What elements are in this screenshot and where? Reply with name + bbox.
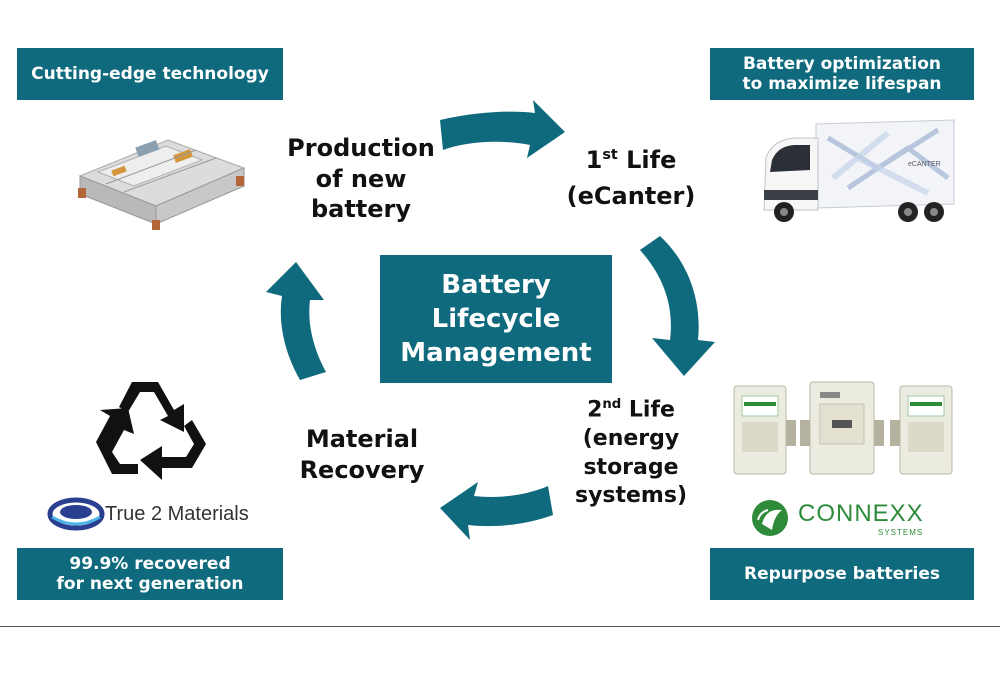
stage-recovery-line2: Recovery bbox=[299, 455, 425, 484]
stage-second-life-line4: systems) bbox=[574, 483, 688, 509]
label-battery-optimization: Battery optimization to maximize lifespa… bbox=[710, 48, 974, 100]
arrow-left bbox=[266, 262, 326, 380]
arrow-bottom bbox=[440, 482, 553, 540]
stage-second-life-line1: 2nd Life bbox=[568, 396, 694, 425]
center-box: Battery Lifecycle Management bbox=[380, 255, 612, 383]
label-battery-optimization-line1: Battery optimization bbox=[742, 53, 942, 74]
center-line1: Battery bbox=[441, 269, 551, 300]
true2-logo-icon bbox=[47, 497, 105, 531]
stage-second-life-line3: storage bbox=[583, 454, 679, 480]
label-recovered: 99.9% recovered for next generation bbox=[17, 548, 283, 600]
stage-second-life: 2nd Life (energy storage systems) bbox=[568, 396, 694, 511]
label-recovered-line2: for next generation bbox=[56, 574, 244, 594]
arrow-top bbox=[440, 100, 565, 158]
stage-production: Production of new battery bbox=[272, 133, 450, 225]
stage-production-line1: Production bbox=[287, 134, 435, 162]
label-recovered-line1: 99.9% recovered bbox=[69, 553, 231, 574]
stage-second-life-line2: (energy bbox=[582, 425, 680, 451]
second-life-word: Life bbox=[621, 397, 675, 423]
stage-production-line3: battery bbox=[310, 195, 412, 224]
stage-recovery: Material Recovery bbox=[288, 424, 436, 485]
first-life-num: 1 bbox=[585, 146, 603, 174]
connexx-logo-text: CONNEXX bbox=[798, 500, 924, 527]
label-cutting-edge: Cutting-edge technology bbox=[17, 48, 283, 100]
center-line3: Management bbox=[400, 338, 592, 369]
label-cutting-edge-text: Cutting-edge technology bbox=[31, 64, 269, 84]
truck-image: eCANTER bbox=[763, 119, 955, 222]
true2-logo-text: True 2 Materials bbox=[105, 503, 249, 525]
connexx-logo-sub: SYSTEMS bbox=[878, 528, 924, 537]
energy-storage-image bbox=[733, 381, 953, 475]
connexx-logo-icon bbox=[752, 500, 788, 536]
first-life-sup: st bbox=[602, 147, 618, 163]
battery-pack-image bbox=[78, 139, 246, 230]
stage-recovery-line1: Material bbox=[305, 425, 419, 453]
stage-production-line2: of new bbox=[315, 164, 407, 193]
first-life-word: Life bbox=[617, 146, 677, 174]
stage-first-life: 1st Life (eCanter) bbox=[556, 142, 706, 214]
stage-first-life-line2: (eCanter) bbox=[566, 182, 696, 210]
arrow-right bbox=[640, 236, 715, 376]
second-life-num: 2 bbox=[587, 397, 603, 423]
truck-brand: eCANTER bbox=[908, 161, 941, 168]
center-line2: Lifecycle bbox=[431, 303, 561, 334]
stage-first-life-line1: 1st Life bbox=[556, 142, 706, 178]
label-battery-optimization-line2: to maximize lifespan bbox=[742, 74, 942, 94]
label-repurpose-text: Repurpose batteries bbox=[744, 564, 940, 584]
divider-line bbox=[0, 626, 1000, 627]
label-repurpose: Repurpose batteries bbox=[710, 548, 974, 600]
recycle-icon bbox=[96, 382, 206, 480]
second-life-sup: nd bbox=[602, 397, 622, 412]
